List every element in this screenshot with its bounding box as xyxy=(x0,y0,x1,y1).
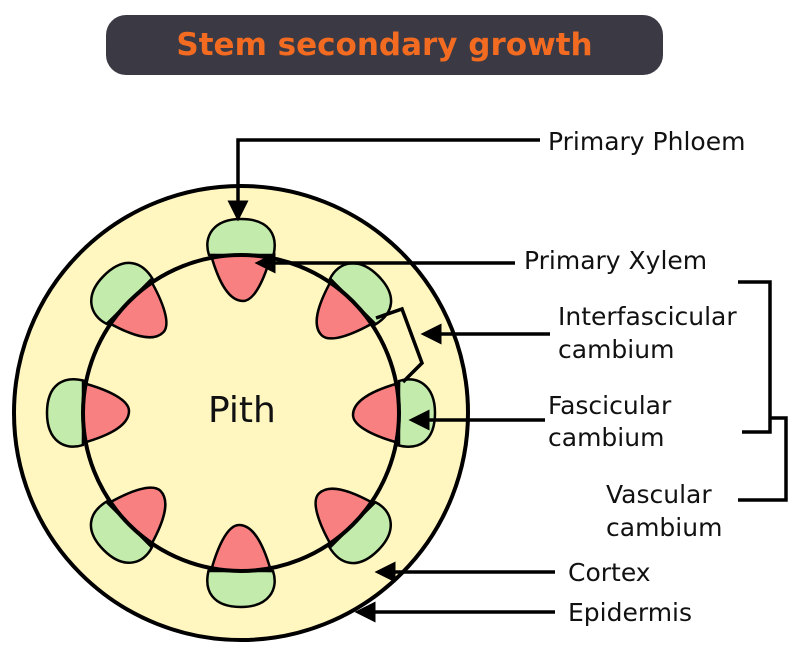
interfascicular-label: Interfascicular xyxy=(558,302,737,331)
pointer-lines xyxy=(227,138,788,623)
vascular-cambium-label: cambium xyxy=(606,513,722,542)
cambium-ring xyxy=(81,253,401,573)
phloem-pointer xyxy=(227,138,540,222)
interfascicular-bracket xyxy=(375,306,425,384)
cortex-label: Cortex xyxy=(568,558,651,587)
primary-phloem-label: Primary Phloem xyxy=(548,127,745,156)
primary-xylem-label: Primary Xylem xyxy=(524,246,707,275)
vascular-label: Vascular xyxy=(606,480,712,509)
title: Stem secondary growth xyxy=(176,27,593,63)
title-banner: Stem secondary growth xyxy=(106,15,663,75)
interfascicular-cambium-label: cambium xyxy=(558,335,674,364)
epidermis-label: Epidermis xyxy=(568,598,692,627)
fascicular-label: Fascicular xyxy=(548,391,672,420)
pith-label: Pith xyxy=(208,390,276,431)
fascicular-cambium-label: cambium xyxy=(548,423,664,452)
cambium-bracket xyxy=(738,280,772,434)
vascular-bracket xyxy=(738,416,788,502)
